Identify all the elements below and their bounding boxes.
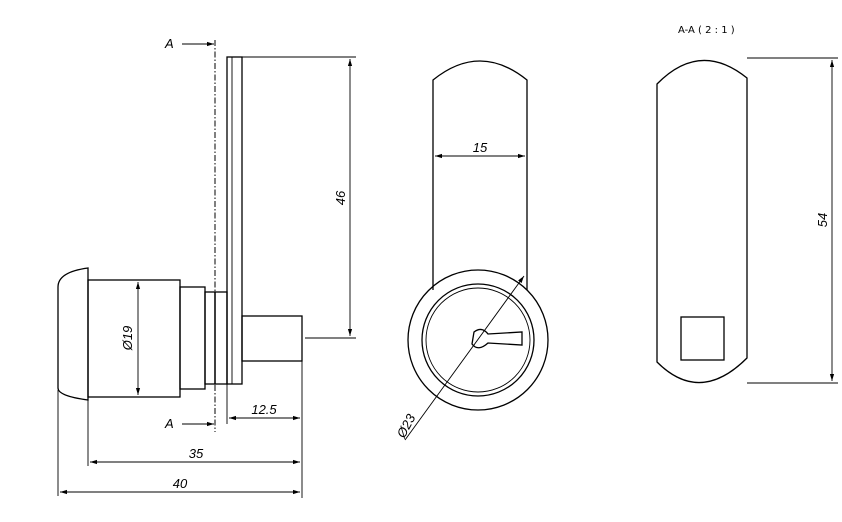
section-view: A-A ( 2 : 1 ) 54 <box>656 25 838 384</box>
section-marker-top: A <box>164 36 174 51</box>
lock-head <box>57 267 89 401</box>
dim-length-40: 40 <box>173 476 188 491</box>
section-square-hole <box>680 316 725 361</box>
dim-length-35: 35 <box>189 446 204 461</box>
dim-width-15: 15 <box>473 140 488 155</box>
section-title: A-A ( 2 : 1 ) <box>678 25 735 36</box>
front-cam <box>432 60 528 290</box>
cam-shaft <box>241 315 303 362</box>
dim-height-54: 54 <box>815 213 830 227</box>
lock-step-1 <box>179 286 206 390</box>
section-marker-bottom: A <box>164 416 174 431</box>
front-ring-circle <box>421 283 535 397</box>
front-outer-circle <box>407 269 549 411</box>
dim-height-46: 46 <box>333 190 348 205</box>
key-slot <box>471 328 523 349</box>
cam-plate <box>226 56 243 385</box>
front-view: 15 Ø23 <box>393 60 549 441</box>
section-outline <box>656 59 748 384</box>
lock-collar <box>214 291 228 385</box>
front-inner-circle <box>425 287 531 393</box>
side-view: A A 46 Ø19 12.5 35 40 <box>57 36 356 498</box>
dim-diameter-19: Ø19 <box>120 326 135 352</box>
lock-step-2 <box>204 291 216 385</box>
dim-length-12-5: 12.5 <box>251 402 277 417</box>
